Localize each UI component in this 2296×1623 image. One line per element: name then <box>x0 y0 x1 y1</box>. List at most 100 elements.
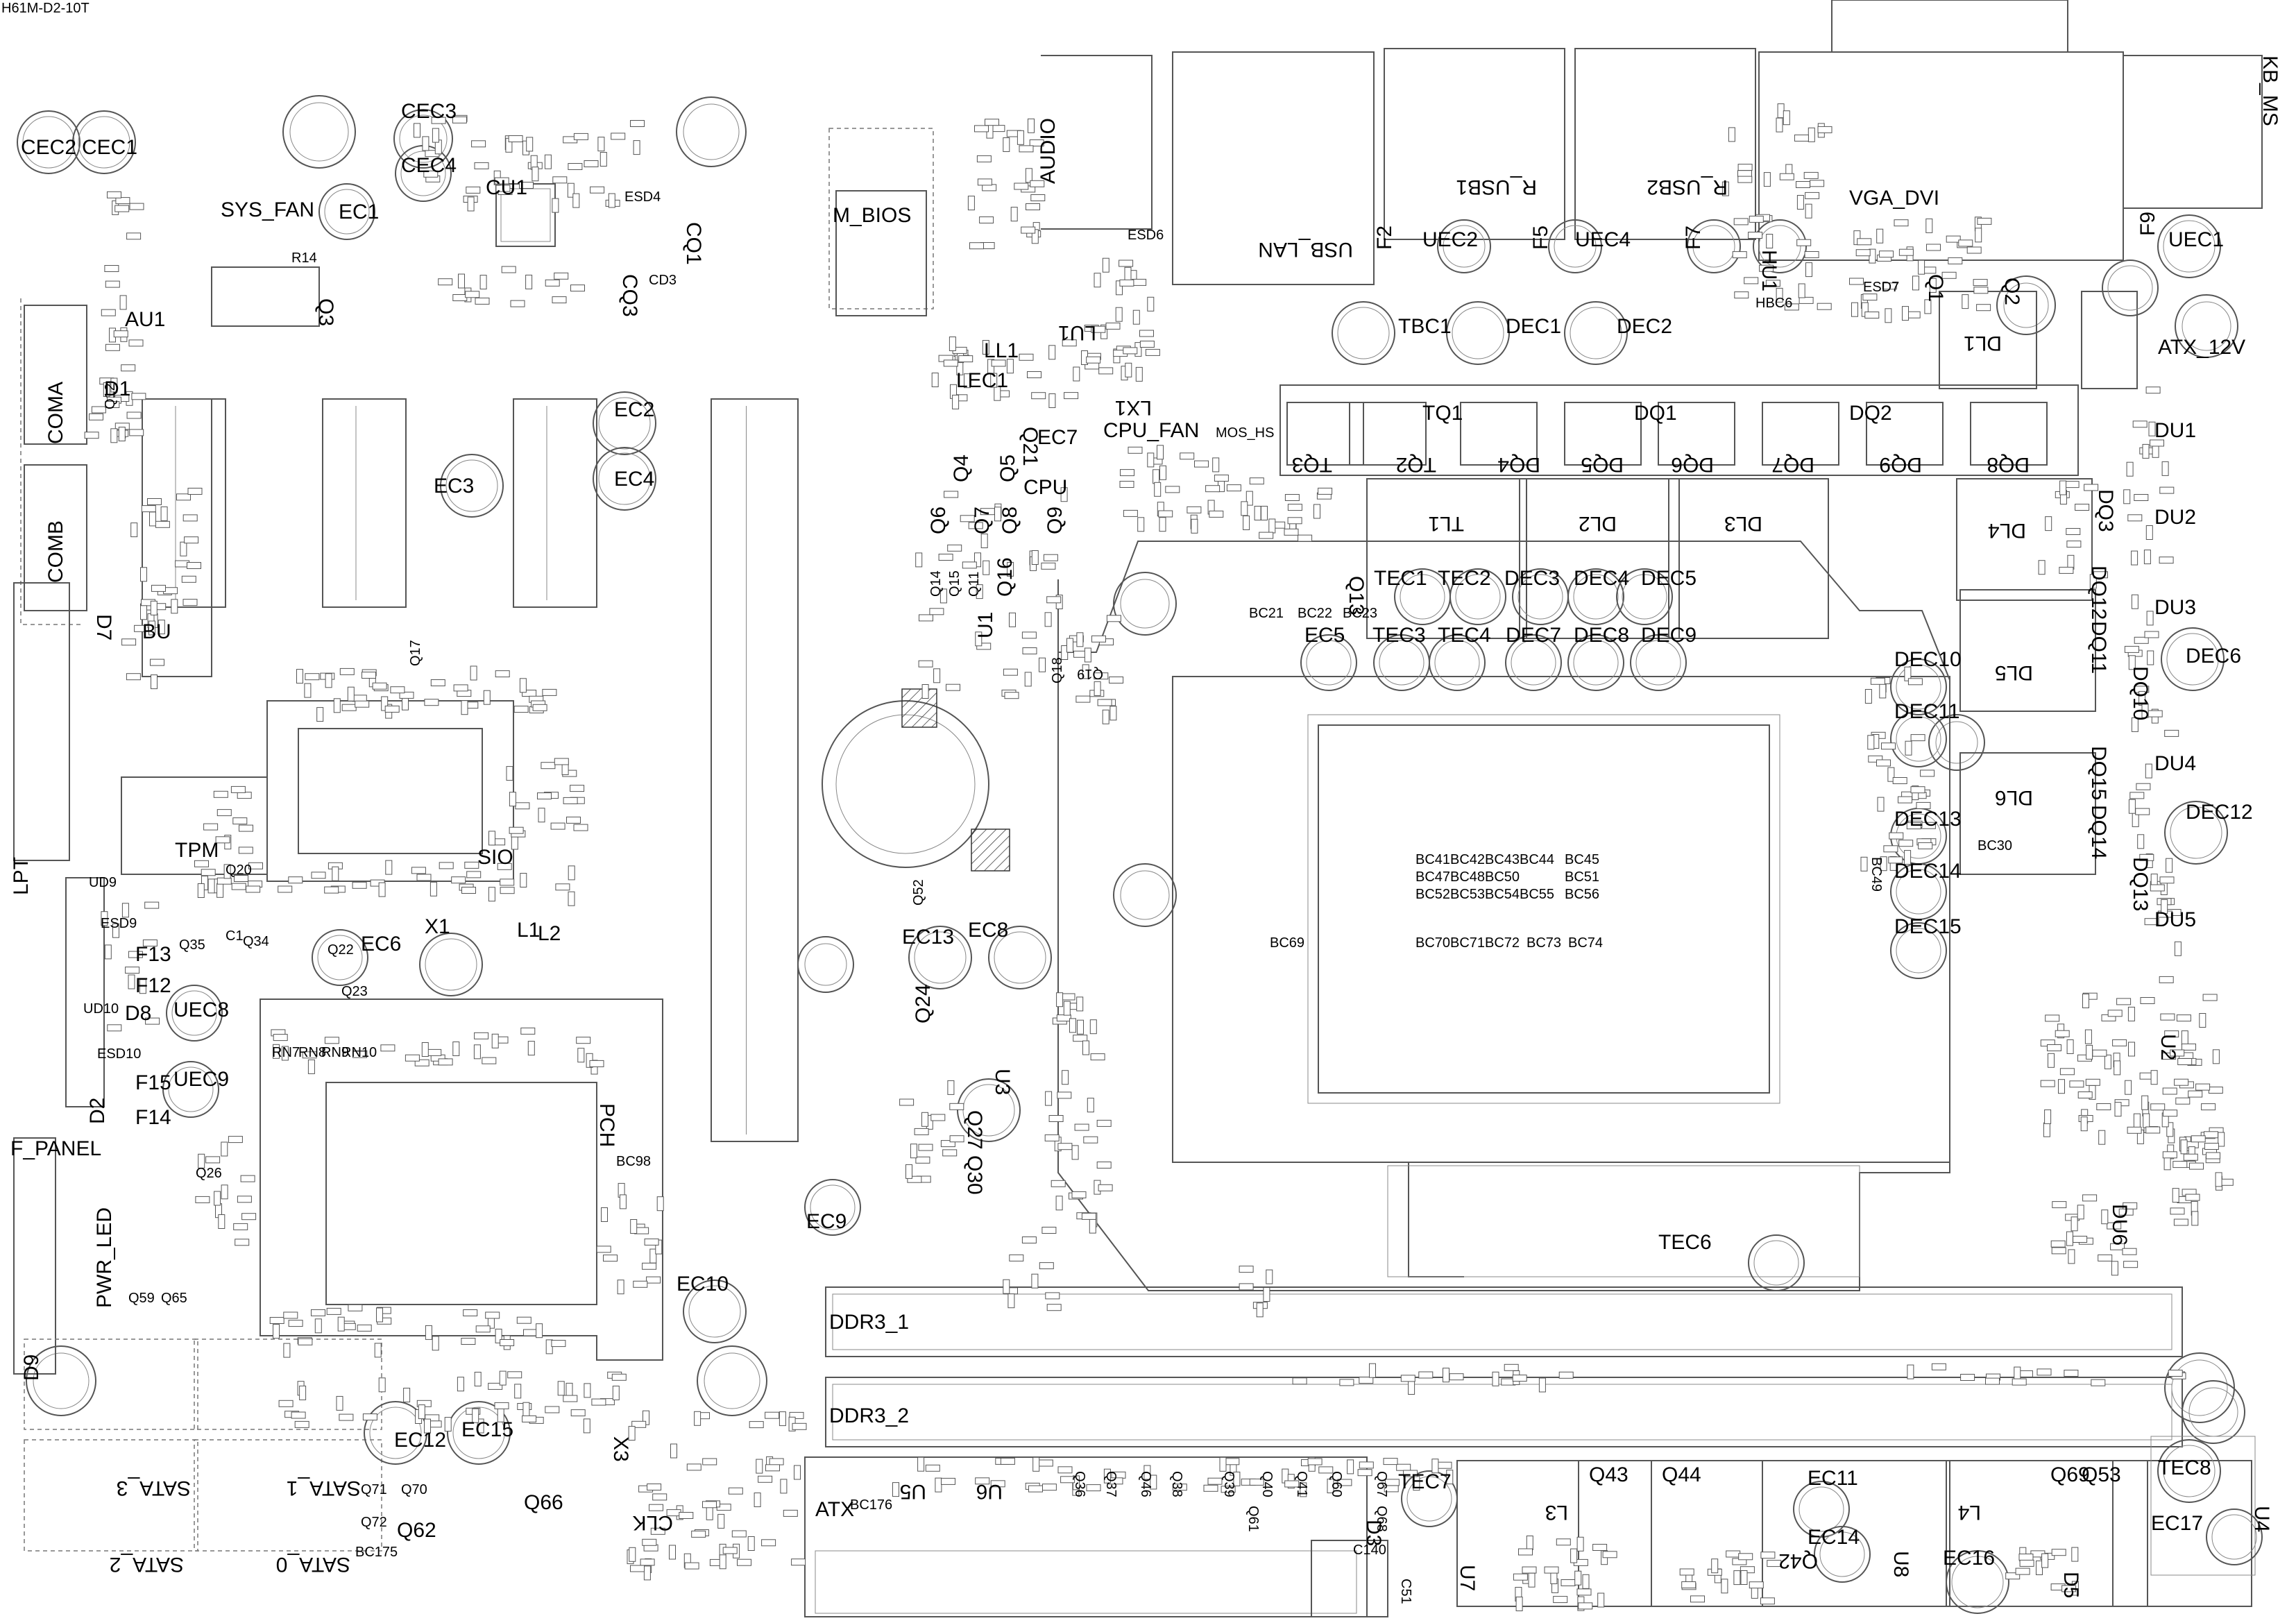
silkscreen-label: BC44 <box>1520 852 1554 867</box>
smd-pad <box>2069 1080 2084 1088</box>
smd-pad <box>1898 796 1912 804</box>
smd-pad <box>633 1280 648 1288</box>
smd-pad <box>2162 1087 2177 1095</box>
smd-pad <box>438 278 453 286</box>
capacitor-icon <box>1890 863 1947 920</box>
silkscreen-label: ESD4 <box>624 189 661 205</box>
smd-pad <box>488 1382 503 1390</box>
battery-icon <box>971 829 1010 872</box>
smd-pad <box>1513 1573 1528 1581</box>
smd-pad <box>647 1484 662 1490</box>
connector-icon <box>804 1456 1368 1617</box>
smd-pad <box>1864 689 1872 704</box>
capacitor-icon <box>593 391 656 455</box>
smd-pad <box>390 686 405 694</box>
smd-pad <box>1063 1001 1071 1016</box>
smd-pad <box>1578 1602 1593 1610</box>
silkscreen-label: LEC1 <box>956 369 1008 392</box>
silkscreen-label: Q59 <box>128 1291 155 1306</box>
silkscreen-label: Q16 <box>994 557 1017 597</box>
smd-pad <box>1045 1091 1053 1106</box>
smd-pad <box>107 1024 122 1032</box>
smd-pad <box>1245 491 1253 506</box>
capacitor-icon <box>1443 225 1486 268</box>
silkscreen-label: SATA_2 <box>110 1553 184 1576</box>
smd-pad <box>537 792 552 800</box>
smd-pad <box>197 883 205 898</box>
smd-pad <box>991 359 1006 367</box>
smd-pad <box>207 878 215 894</box>
smd-pad <box>337 1316 345 1332</box>
silkscreen-label: BC176 <box>850 1497 892 1513</box>
smd-pad <box>339 668 355 675</box>
silkscreen-label: EC13 <box>902 926 954 949</box>
smd-pad <box>2051 1247 2066 1255</box>
smd-pad <box>1045 1292 1060 1300</box>
smd-pad <box>1172 1484 1187 1491</box>
smd-pad <box>495 1328 502 1343</box>
smd-pad <box>765 1464 780 1472</box>
smd-pad <box>1026 203 1040 210</box>
smd-pad <box>501 266 516 273</box>
smd-pad <box>983 560 990 575</box>
smd-pad <box>374 1343 382 1358</box>
smd-pad <box>305 673 320 681</box>
smd-pad <box>378 882 386 897</box>
smd-pad <box>669 1545 676 1560</box>
smd-pad <box>597 137 605 152</box>
smd-pad <box>221 1184 228 1200</box>
silkscreen-label: EC9 <box>806 1210 847 1233</box>
smd-pad <box>84 432 99 439</box>
smd-pad <box>2127 514 2143 522</box>
smd-pad <box>514 1384 522 1399</box>
smd-pad <box>1032 1456 1040 1472</box>
smd-pad <box>205 1156 221 1164</box>
capacitor-icon <box>78 116 130 169</box>
smd-pad <box>2131 717 2138 732</box>
silkscreen-label: U4 <box>2250 1506 2273 1532</box>
smd-pad <box>1733 218 1749 226</box>
smd-pad <box>1912 275 1919 291</box>
smd-pad <box>427 1048 442 1056</box>
smd-pad <box>1796 195 1804 210</box>
smd-pad <box>939 588 947 604</box>
mounting-hole-icon <box>33 1352 90 1409</box>
capacitor-icon <box>1517 574 1563 620</box>
smd-pad <box>1077 1019 1084 1035</box>
smd-pad <box>769 1458 784 1465</box>
smd-pad <box>425 1325 432 1340</box>
smd-pad <box>1132 309 1140 325</box>
smd-pad <box>380 1044 396 1052</box>
smd-pad <box>1284 528 1299 536</box>
silkscreen-label: L4 <box>1958 1501 1981 1524</box>
smd-pad <box>1089 1218 1096 1234</box>
capacitor-icon <box>1437 219 1491 273</box>
silkscreen-label: Q26 <box>196 1166 222 1181</box>
chip-icon <box>828 128 934 309</box>
smd-pad <box>2086 1044 2093 1060</box>
silkscreen-label: TL1 <box>1428 512 1464 535</box>
smd-pad <box>129 429 144 436</box>
smd-pad <box>1239 1283 1254 1291</box>
smd-pad <box>1003 668 1018 676</box>
smd-pad <box>216 877 232 885</box>
smd-pad <box>273 1324 280 1339</box>
smd-pad <box>1041 1484 1057 1491</box>
silkscreen-label: VGA_DVI <box>1849 187 1939 210</box>
smd-pad <box>158 620 165 635</box>
capacitor-icon <box>1446 301 1510 365</box>
chip-icon <box>260 999 663 1361</box>
ddr-slot <box>825 1286 2183 1357</box>
silkscreen-label: DQ15 <box>2087 746 2110 800</box>
silkscreen-label: D1 <box>104 377 130 400</box>
smd-pad <box>1898 248 1914 256</box>
smd-pad <box>2135 808 2150 815</box>
smd-pad <box>979 216 994 223</box>
smd-pad <box>105 280 120 288</box>
smd-pad <box>525 274 533 289</box>
smd-pad <box>1711 1558 1719 1574</box>
smd-pad <box>140 605 147 620</box>
silkscreen-label: DQ8 <box>1987 453 2030 476</box>
capacitor-icon <box>425 938 477 991</box>
smd-pad <box>467 196 475 212</box>
